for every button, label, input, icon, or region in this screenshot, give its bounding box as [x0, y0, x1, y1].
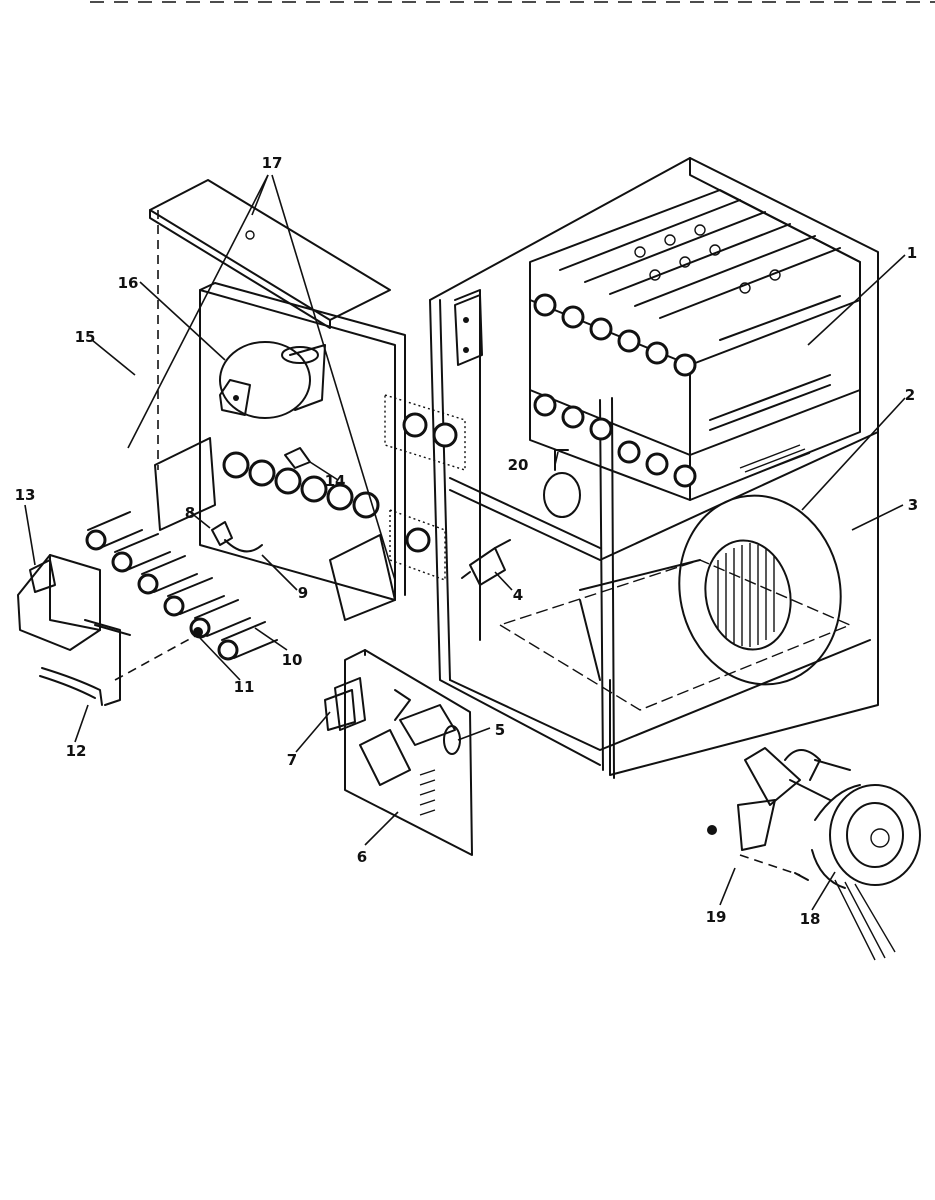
callout-20: 20: [508, 456, 529, 474]
furnace-cabinet: [429, 157, 879, 779]
callout-9: 9: [298, 584, 308, 602]
heat-exchanger: [529, 189, 861, 501]
callout-1: 1: [907, 244, 917, 262]
motor-mount-bracket: [707, 747, 851, 881]
blower-housing: [579, 494, 842, 686]
inducer-motor: [219, 341, 326, 419]
gas-valve: [17, 554, 131, 706]
callout-18: 18: [800, 910, 821, 928]
gasket-plate-upper: [384, 394, 466, 471]
callout-12: 12: [66, 742, 87, 760]
control-board: [334, 649, 473, 856]
callout-17: 17: [262, 154, 283, 172]
limit-switch: [543, 449, 581, 518]
pressure-switch: [461, 539, 511, 586]
callout-3: 3: [908, 496, 918, 514]
callout-7: 7: [287, 751, 297, 769]
capacitor: [399, 704, 461, 755]
callout-6: 6: [357, 848, 367, 866]
gasket-plate-lower: [389, 509, 446, 581]
callout-11: 11: [234, 678, 255, 696]
callout-15: 15: [75, 328, 96, 346]
callout-13: 13: [15, 486, 36, 504]
callout-5: 5: [495, 721, 505, 739]
callout-labels: 17 16 15 1 2 3 20 14 13 8 9 4 10 11 12 5…: [15, 154, 919, 928]
orifice: [193, 627, 203, 637]
callout-19: 19: [706, 908, 727, 926]
orifice-alignment-line: [114, 635, 196, 681]
top-cover-plate: [149, 179, 391, 329]
callout-2: 2: [905, 386, 915, 404]
manifold-pipe: [39, 667, 103, 706]
burner-assembly: [85, 511, 278, 661]
callout-16: 16: [118, 274, 139, 292]
callout-8: 8: [185, 504, 195, 522]
callout-14: 14: [325, 472, 346, 490]
ignitor: [284, 447, 311, 469]
blower-motor: [789, 779, 921, 961]
transformer: [324, 689, 356, 731]
flame-sensor: [211, 521, 263, 553]
leader-lines: [24, 174, 906, 911]
callout-10: 10: [282, 651, 303, 669]
rollout-bracket: [329, 534, 396, 621]
callout-4: 4: [513, 586, 523, 604]
junction-box: [454, 294, 483, 366]
